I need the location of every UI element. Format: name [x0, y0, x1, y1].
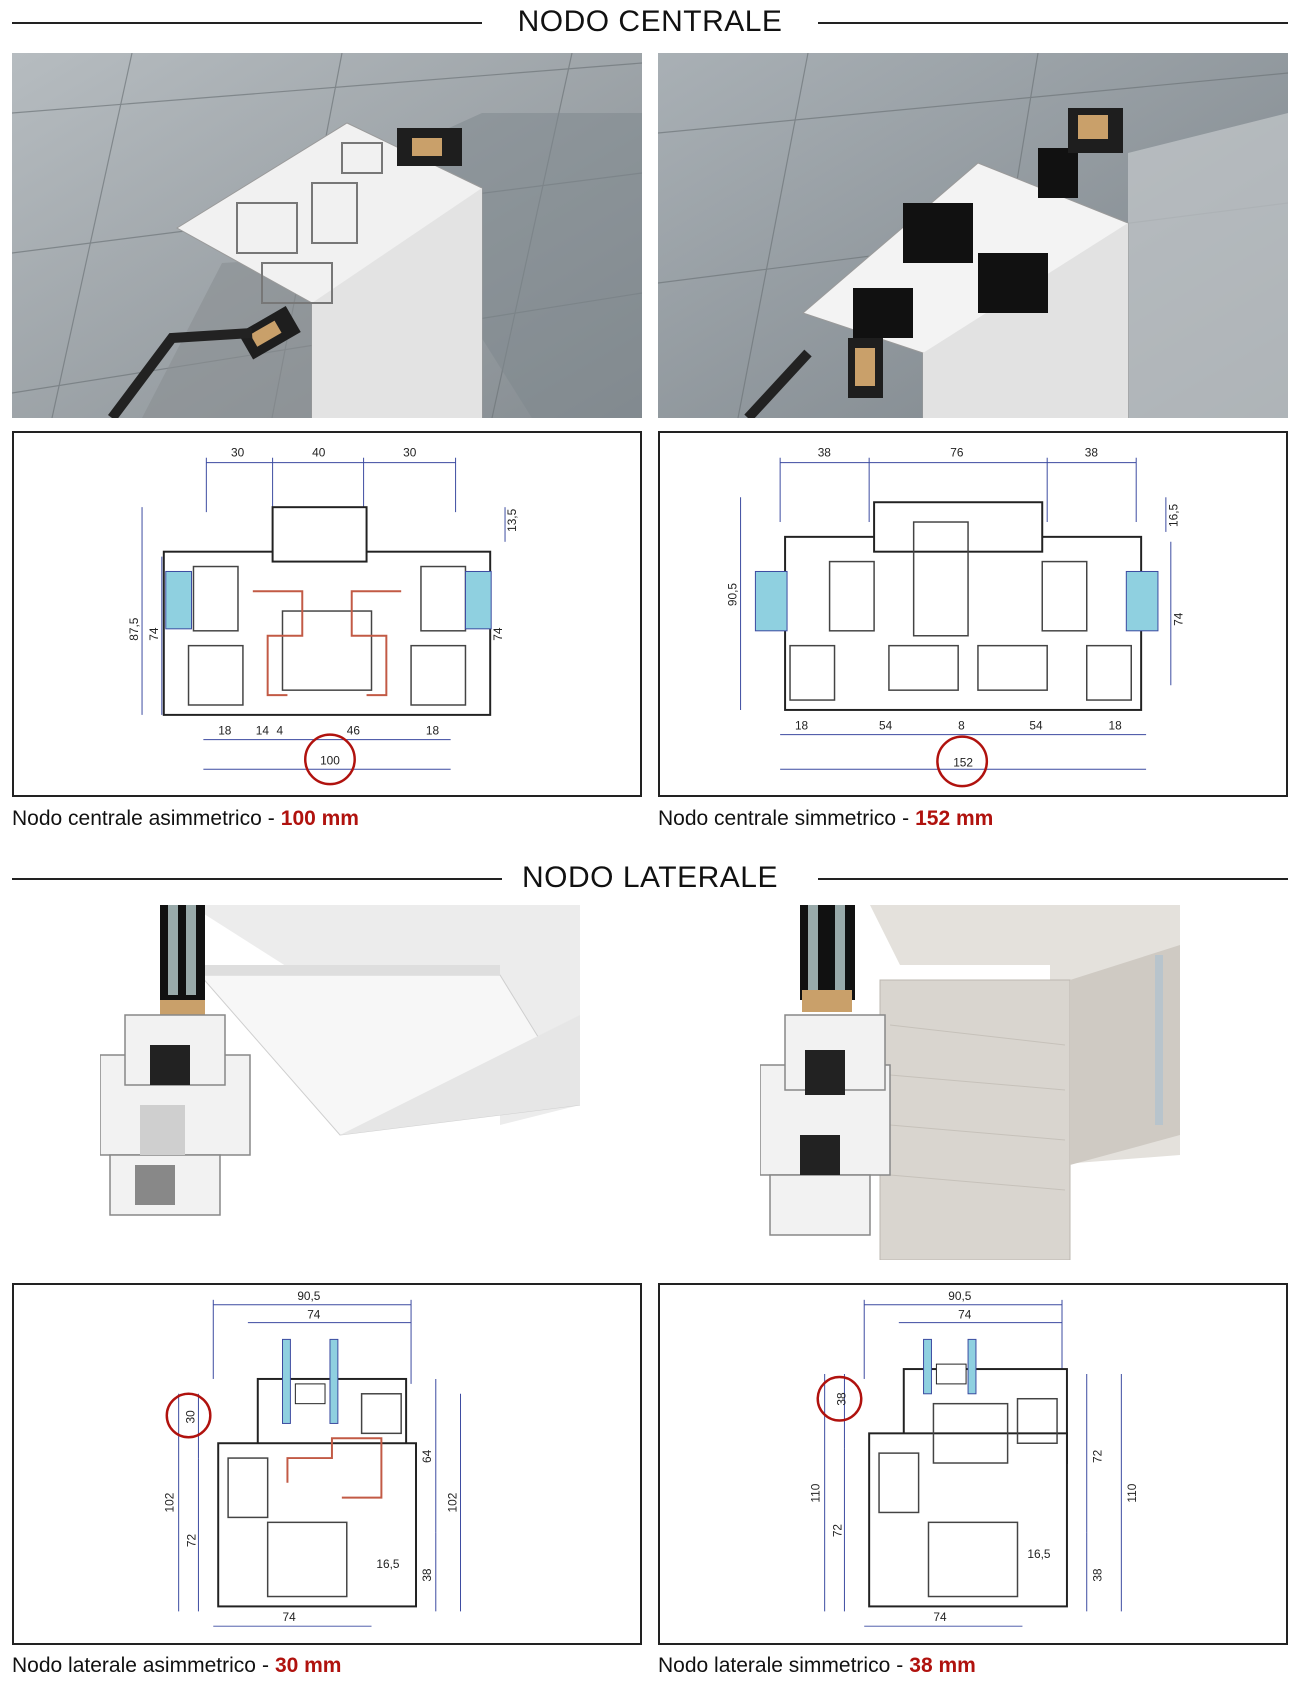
dim-side-1: 30 — [183, 1410, 197, 1424]
caption-value: 152 mm — [915, 807, 994, 830]
profile-render-lateral-asym — [100, 905, 580, 1216]
dim-side-2: 74 — [1172, 612, 1186, 626]
caption-text: Nodo centrale asimmetrico — [12, 807, 262, 830]
dim-top-3: 30 — [403, 446, 417, 460]
dim-side-2: 102 — [163, 1493, 177, 1513]
dim-side-3: 72 — [184, 1534, 198, 1547]
caption-lateral-symmetric: Nodo laterale simmetrico-38 mm — [658, 1653, 976, 1679]
dim-side-4: 64 — [420, 1449, 434, 1463]
dim-side-3: 72 — [830, 1524, 844, 1537]
profile-render-lateral-sym — [760, 905, 1180, 1260]
dim-bottom-1: 18 — [218, 724, 232, 738]
drawing-central-symmetric: 38 76 38 90,5 74 16,5 18 54 8 54 18 152 — [658, 431, 1288, 797]
caption-separator: - — [902, 807, 910, 830]
dim-bottom-1: 18 — [795, 719, 809, 733]
dim-bottom-5: 18 — [426, 724, 440, 738]
caption-text: Nodo laterale simmetrico — [658, 1654, 891, 1677]
caption-separator: - — [267, 807, 275, 830]
dim-bottom-5: 18 — [1109, 719, 1123, 733]
dim-side-1: 90,5 — [726, 583, 740, 606]
dim-bottom-2: 14 — [256, 724, 270, 738]
dim-side-4: 13,5 — [505, 508, 519, 531]
caption-separator: - — [261, 1654, 269, 1677]
dim-side-2: 74 — [147, 627, 161, 641]
profile-render-central-sym — [658, 53, 1288, 418]
dim-bottom-4: 54 — [1029, 719, 1043, 733]
caption-lateral-asymmetric: Nodo laterale asimmetrico-30 mm — [12, 1653, 341, 1679]
photo-central-symmetric — [658, 53, 1288, 418]
depth-highlight — [816, 1375, 863, 1422]
dim-total: 152 — [953, 755, 973, 769]
dim-side-7: 16,5 — [1027, 1547, 1050, 1561]
section-title-central: NODO CENTRALE — [12, 2, 1288, 42]
dim-top-2: 40 — [312, 446, 326, 460]
dim-bottom-2: 54 — [879, 719, 893, 733]
dim-bottom-1: 74 — [282, 1610, 296, 1624]
title-rule-right — [818, 878, 1288, 880]
dim-bottom-1: 74 — [933, 1610, 947, 1624]
dim-side-6: 38 — [1091, 1568, 1105, 1582]
dim-side-1: 87,5 — [127, 617, 141, 640]
photo-central-asymmetric — [12, 53, 642, 418]
caption-central-symmetric: Nodo centrale simmetrico-152 mm — [658, 806, 993, 832]
section-title-lateral: NODO LATERALE — [12, 858, 1288, 898]
dim-side-1: 38 — [834, 1392, 848, 1406]
dim-side-2: 110 — [809, 1483, 823, 1502]
dim-top-1: 38 — [818, 446, 832, 460]
title-rule-left — [12, 878, 502, 880]
drawing-central-asymmetric: 30 40 30 87,5 74 74 13,5 18 14 4 46 18 1… — [12, 431, 642, 797]
caption-value: 30 mm — [274, 1654, 342, 1677]
dim-top-1: 90,5 — [948, 1289, 971, 1303]
caption-central-asymmetric: Nodo centrale asimmetrico-100 mm — [12, 806, 359, 832]
dim-top-3: 38 — [1085, 446, 1099, 460]
dim-bottom-3: 8 — [958, 719, 965, 733]
dim-side-6: 38 — [420, 1568, 434, 1582]
dim-bottom-3: 4 — [277, 724, 284, 738]
dim-side-3: 74 — [491, 627, 505, 641]
dim-top-2: 74 — [958, 1308, 972, 1322]
drawing-lateral-asymmetric: 90,5 74 30 102 72 64 102 38 16,5 74 — [12, 1283, 642, 1645]
photo-lateral-symmetric — [760, 905, 1180, 1260]
dim-side-5: 102 — [446, 1493, 460, 1513]
dim-total: 100 — [320, 753, 340, 767]
dim-side-5: 110 — [1125, 1483, 1139, 1502]
dim-side-4: 72 — [1091, 1450, 1105, 1463]
total-width-highlight — [936, 735, 989, 788]
dim-top-1: 30 — [231, 446, 245, 460]
title-rule-right — [818, 22, 1288, 24]
drawing-lateral-symmetric: 90,5 74 38 110 72 72 110 38 16,5 74 — [658, 1283, 1288, 1645]
profile-render-central-asym — [12, 53, 642, 418]
caption-text: Nodo laterale asimmetrico — [12, 1654, 256, 1677]
dim-top-1: 90,5 — [297, 1289, 320, 1303]
section-title-lateral-text: NODO LATERALE — [507, 861, 792, 894]
total-width-highlight — [304, 733, 356, 786]
title-rule-left — [12, 22, 482, 24]
dim-top-2: 74 — [307, 1308, 321, 1322]
caption-value: 38 mm — [909, 1654, 976, 1677]
caption-text: Nodo centrale simmetrico — [658, 807, 897, 830]
photo-lateral-asymmetric — [100, 905, 580, 1260]
caption-separator: - — [896, 1654, 904, 1677]
depth-highlight — [165, 1392, 212, 1439]
dim-bottom-4: 46 — [347, 724, 361, 738]
section-title-central-text: NODO CENTRALE — [503, 5, 797, 38]
dim-top-2: 76 — [950, 446, 964, 460]
caption-value: 100 mm — [280, 807, 359, 830]
dim-side-7: 16,5 — [376, 1557, 399, 1571]
dim-side-3: 16,5 — [1167, 503, 1181, 526]
